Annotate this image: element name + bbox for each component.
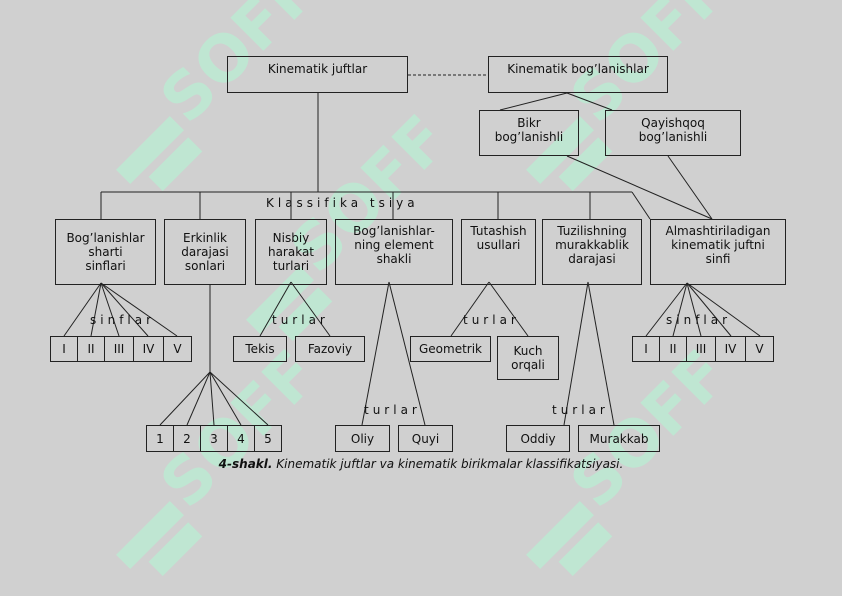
category-structure-complexity: Tuzilishning murakkablik darajasi xyxy=(542,219,642,285)
class-box-left: IV xyxy=(133,336,164,362)
watermark-bar xyxy=(526,501,594,569)
dof-number-box: 4 xyxy=(227,425,255,452)
connector-line xyxy=(686,282,702,337)
connector-line xyxy=(259,281,292,337)
connector-line xyxy=(100,282,178,337)
classes-label-left: sinflar xyxy=(90,313,156,327)
motion-flat-box: Tekis xyxy=(233,336,287,362)
types-label-contact: turlar xyxy=(463,313,520,327)
dof-number-box: 1 xyxy=(146,425,174,452)
category-element-shape: Bog’lanishlar- ning element shakli xyxy=(335,219,453,285)
connector-line xyxy=(186,371,211,426)
class-box-left: III xyxy=(104,336,134,362)
connector-line xyxy=(209,371,242,426)
complexity-complex-box: Murakkab xyxy=(578,425,660,452)
class-box-right: I xyxy=(632,336,660,362)
category-relative-motion: Nisbiy harakat turlari xyxy=(255,219,327,285)
connector-line xyxy=(686,282,761,337)
class-box-right: IV xyxy=(715,336,746,362)
class-box-left: V xyxy=(163,336,192,362)
connector-line xyxy=(667,155,713,220)
class-box-right: II xyxy=(659,336,687,362)
watermark-bar xyxy=(246,266,314,334)
contact-force-box: Kuch orqali xyxy=(497,336,559,380)
connector-line xyxy=(488,281,529,337)
watermark-bar xyxy=(116,116,184,184)
class-box-right: V xyxy=(745,336,774,362)
watermark-bar xyxy=(526,116,594,184)
connector-line xyxy=(290,281,331,337)
connector-line xyxy=(209,371,215,426)
element-lower-box: Quyi xyxy=(398,425,453,452)
connector-line xyxy=(587,281,615,426)
category-degrees-of-freedom: Erkinlik darajasi sonlari xyxy=(164,219,246,285)
class-box-left: I xyxy=(50,336,78,362)
watermark-bar xyxy=(558,522,613,577)
classes-label-right: sinflar xyxy=(666,313,732,327)
connector-line xyxy=(100,282,120,337)
caption-text: Kinematik juftlar va kinematik birikmala… xyxy=(276,457,624,471)
dof-number-box: 3 xyxy=(200,425,228,452)
types-label-complexity: turlar xyxy=(552,403,609,417)
types-label-element: turlar xyxy=(364,403,421,417)
connector-line xyxy=(100,282,149,337)
figure-caption: 4-shakl. Kinematik juftlar va kinematik … xyxy=(0,457,842,471)
connector-line xyxy=(388,281,426,426)
connector-line xyxy=(645,282,688,337)
connector-line xyxy=(566,92,613,111)
connector-line xyxy=(361,281,390,426)
watermark-bar xyxy=(278,287,333,342)
connector-line xyxy=(209,371,269,426)
dof-number-box: 2 xyxy=(173,425,201,452)
connector-line xyxy=(566,155,713,220)
element-higher-box: Oliy xyxy=(335,425,390,452)
category-replaceable-pair-class: Almashtiriladigan kinematik juftni sinfi xyxy=(650,219,786,285)
connector-line xyxy=(63,282,102,337)
kinematic-pairs-box: Kinematik juftlar xyxy=(227,56,408,93)
watermark-bar xyxy=(116,501,184,569)
watermark-bar xyxy=(148,137,203,192)
class-box-right: III xyxy=(686,336,716,362)
dof-number-box: 5 xyxy=(254,425,282,452)
category-condition-classes: Bog’lanishlar sharti sinflari xyxy=(55,219,156,285)
caption-prefix: 4-shakl. xyxy=(218,457,273,471)
connector-line xyxy=(90,282,102,337)
rigid-connection-box: Bikr bog’lanishli xyxy=(479,110,579,156)
classification-label: Klassifika tsiya xyxy=(266,196,419,210)
connector-line xyxy=(450,281,490,337)
connector-line xyxy=(499,92,568,111)
connector-line xyxy=(631,191,651,220)
connector-line xyxy=(672,282,688,337)
class-box-left: II xyxy=(77,336,105,362)
types-label-motion: turlar xyxy=(272,313,329,327)
category-contact-methods: Tutashish usullari xyxy=(461,219,536,285)
motion-spatial-box: Fazoviy xyxy=(295,336,365,362)
kinematic-connections-box: Kinematik bog’lanishlar xyxy=(488,56,668,93)
elastic-connection-box: Qayishqoq bog’lanishli xyxy=(605,110,741,156)
connector-line xyxy=(686,282,732,337)
watermark-bar xyxy=(148,522,203,577)
connector-line xyxy=(159,371,211,426)
connector-line xyxy=(563,281,589,426)
complexity-simple-box: Oddiy xyxy=(506,425,570,452)
contact-geometric-box: Geometrik xyxy=(410,336,491,362)
